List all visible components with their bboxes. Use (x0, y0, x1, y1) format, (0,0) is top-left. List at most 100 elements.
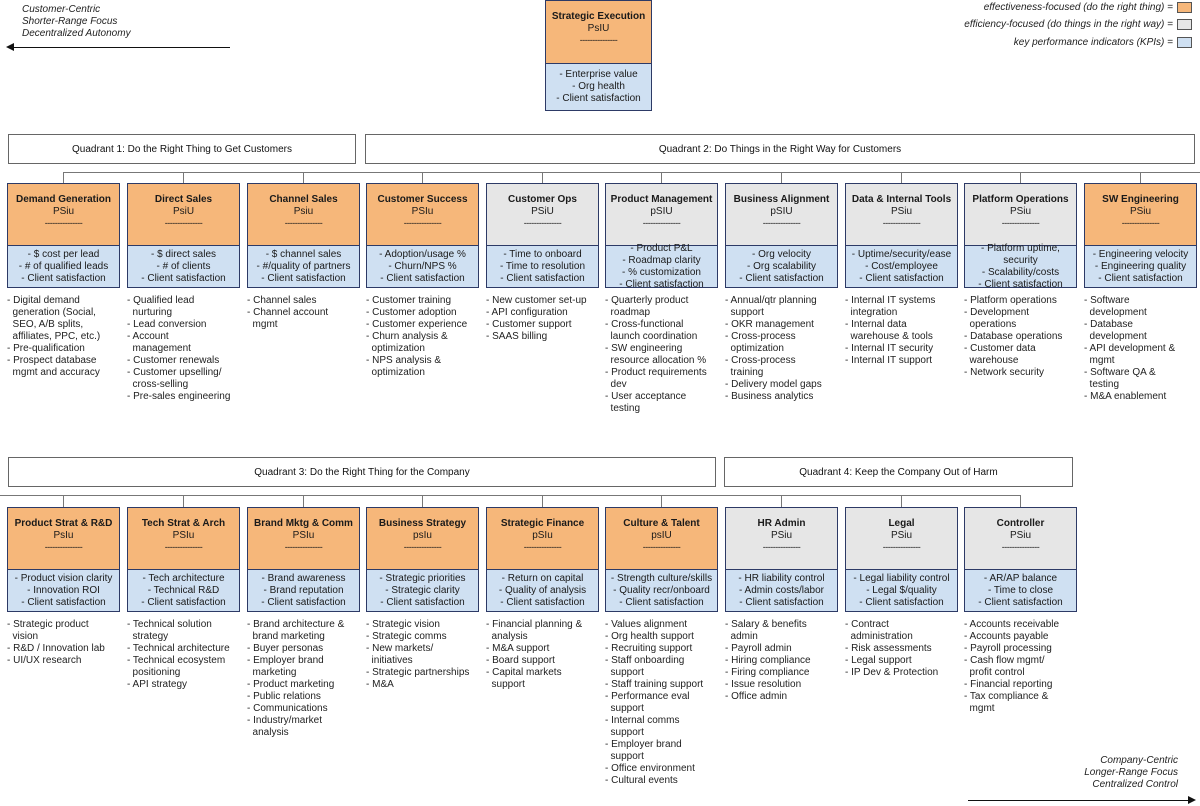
list-item: - Customer adoption (366, 307, 457, 318)
list-item: administration (845, 631, 913, 642)
list-item: - New markets/ (366, 643, 434, 654)
list-item: - Digital demand (7, 295, 80, 306)
list-item: - Issue resolution (725, 679, 802, 690)
kpi-line: - Client satisfaction (859, 272, 944, 284)
direct-sales-dash: --------------- (164, 218, 203, 228)
brand-mktg-and-comm-connector (303, 495, 304, 507)
legend-efficiency-swatch (1177, 19, 1192, 30)
quadrant-3-header: Quadrant 3: Do the Right Thing for the C… (8, 457, 716, 487)
tech-strat-and-arch-title: Tech Strat & Arch (141, 518, 226, 529)
kpi-line: - Client satisfaction (739, 596, 824, 608)
kpi-line: - Legal $/quality (866, 584, 937, 596)
list-item: - Contract (845, 619, 889, 630)
kpi-line: - Roadmap clarity (622, 254, 701, 266)
list-item: profit control (964, 667, 1025, 678)
list-item: - IP Dev & Protection (845, 667, 939, 678)
list-item: optimization (725, 343, 784, 354)
kpi-line: - Enterprise value (559, 69, 638, 80)
list-item: positioning (127, 667, 181, 678)
kpi-line: - Client satisfaction (261, 596, 346, 608)
product-strat-and-randd-responsibilities: - Strategic product vision- R&D / Innova… (7, 619, 120, 667)
platform-operations-kpis: - Platform uptime, security- Scalability… (964, 242, 1077, 290)
tech-strat-and-arch-dash: --------------- (164, 542, 203, 552)
sw-engineering-code: PSiu (1129, 206, 1152, 217)
list-item: warehouse (964, 355, 1019, 366)
list-item: - API configuration (486, 307, 568, 318)
kpi-line: - Innovation ROI (27, 584, 100, 596)
kpi-line: - Brand reputation (263, 584, 344, 596)
list-item: - Public relations (247, 691, 321, 702)
channel-sales-kpis: - $ channel sales- #/quality of partners… (247, 245, 360, 288)
list-item: - Customer experience (366, 319, 468, 330)
list-item: integration (845, 307, 898, 318)
list-item: brand marketing (247, 631, 325, 642)
kpi-line: - Cost/employee (865, 260, 938, 272)
kpi-line: - Org velocity (752, 248, 811, 260)
list-item: - Network security (964, 367, 1045, 378)
culture-and-talent-kpis: - Strength culture/skills- Quality recr/… (605, 569, 718, 612)
list-item: - Cash flow mgmt/ (964, 655, 1045, 666)
kpi-line: - Product vision clarity (14, 572, 113, 584)
strategic-finance-code: pSIu (532, 530, 553, 541)
tech-strat-and-arch-responsibilities: - Technical solution strategy- Technical… (127, 619, 240, 691)
brand-mktg-and-comm-title: Brand Mktg & Comm (254, 518, 353, 529)
business-alignment-dash: --------------- (762, 218, 801, 228)
list-item: - Churn analysis & (366, 331, 448, 342)
kpi-line: - Product P&L (630, 242, 693, 254)
kpi-line: - Scalability/costs (981, 266, 1060, 278)
list-item: - OKR management (725, 319, 814, 330)
legal-code: PSiu (890, 530, 913, 541)
list-item: vision (7, 631, 39, 642)
kpi-line: - Adoption/usage % (379, 248, 466, 260)
kpi-line: - Time to resolution (499, 260, 586, 272)
sw-engineering-dash: --------------- (1121, 218, 1160, 228)
business-alignment-kpis: - Org velocity- Org scalability- Client … (725, 245, 838, 288)
kpi-line: - # of clients (156, 260, 211, 272)
list-item: cross-selling (127, 379, 189, 390)
list-item: - Hiring compliance (725, 655, 811, 666)
legal-kpis: - Legal liability control- Legal $/quali… (845, 569, 958, 612)
list-item: - SAAS billing (486, 331, 548, 342)
kpi-line: - HR liability control (738, 572, 825, 584)
sw-engineering-connector (1140, 172, 1141, 183)
controller-kpis: - AR/AP balance- Time to close- Client s… (964, 569, 1077, 612)
legal-connector (901, 495, 902, 507)
list-item: - Platform operations (964, 295, 1057, 306)
product-management-dash: --------------- (642, 218, 681, 228)
list-item: support (725, 307, 764, 318)
list-item: strategy (127, 631, 169, 642)
top-left-line-2: Shorter-Range Focus (22, 16, 118, 27)
business-alignment-title: Business Alignment (733, 194, 830, 205)
sw-engineering-title: SW Engineering (1102, 194, 1179, 205)
list-item: - Capital markets (486, 667, 562, 678)
quadrant-1-header: Quadrant 1: Do the Right Thing to Get Cu… (8, 134, 356, 164)
list-item: - Financial reporting (964, 679, 1053, 690)
kpi-line: - Tech architecture (142, 572, 225, 584)
customer-ops-connector (542, 172, 543, 183)
kpi-line: - Client satisfaction (380, 596, 465, 608)
data-and-internal-tools-connector (901, 172, 902, 183)
list-item: - Pre-sales engineering (127, 391, 231, 402)
brand-mktg-and-comm-dash: --------------- (284, 542, 323, 552)
legend-effectiveness-label: effectiveness-focused (do the right thin… (983, 2, 1173, 13)
channel-sales-connector (303, 172, 304, 183)
list-item: - Recruiting support (605, 643, 693, 654)
kpi-line: - Platform uptime, (981, 242, 1060, 254)
channel-sales-title: Channel Sales (269, 194, 338, 205)
list-item: - SW engineering (605, 343, 683, 354)
list-item: mgmt (247, 319, 278, 330)
list-item: - Industry/market (247, 715, 323, 726)
list-item: - NPS analysis & (366, 355, 442, 366)
list-item: support (605, 703, 644, 714)
kpi-line: - # of qualified leads (18, 260, 109, 272)
